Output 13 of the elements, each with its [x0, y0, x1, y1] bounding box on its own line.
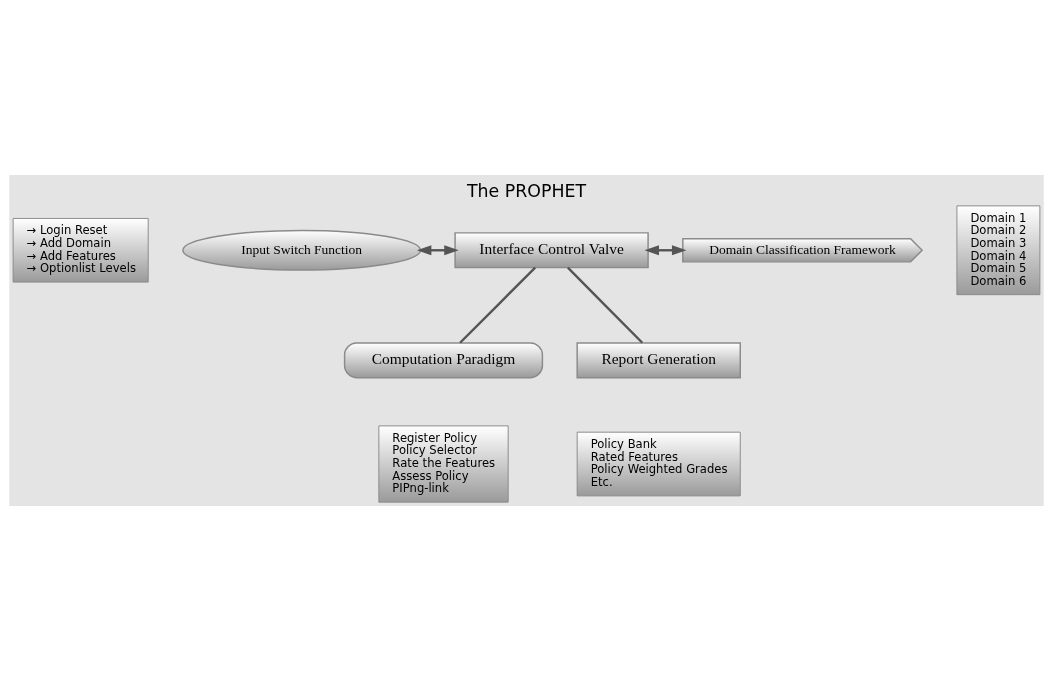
node-box: Policy Bank Rated Features Policy Weighted Grades Etc. — [576, 431, 741, 497]
diagram-title: The PROPHET — [466, 180, 587, 201]
node-box: Report Generation — [576, 342, 741, 379]
node-box: Interface Control Valve — [454, 232, 649, 269]
node-box: → Login Reset → Add Domain → Add Features → Optionlist Levels — [12, 217, 149, 283]
arrow — [416, 245, 459, 256]
node-box: Computation Paradigm — [343, 342, 544, 379]
connector — [459, 266, 537, 344]
node-box: Register Policy Policy Selector Rate the Features Assess Policy PIPng-link — [378, 425, 509, 503]
arrow — [644, 245, 687, 256]
connector — [567, 266, 644, 344]
node-box: Domain 1 Domain 2 Domain 3 Domain 4 Domain 5 Domain 6 — [956, 205, 1041, 296]
node-ellipse: Input Switch Function — [182, 229, 422, 271]
